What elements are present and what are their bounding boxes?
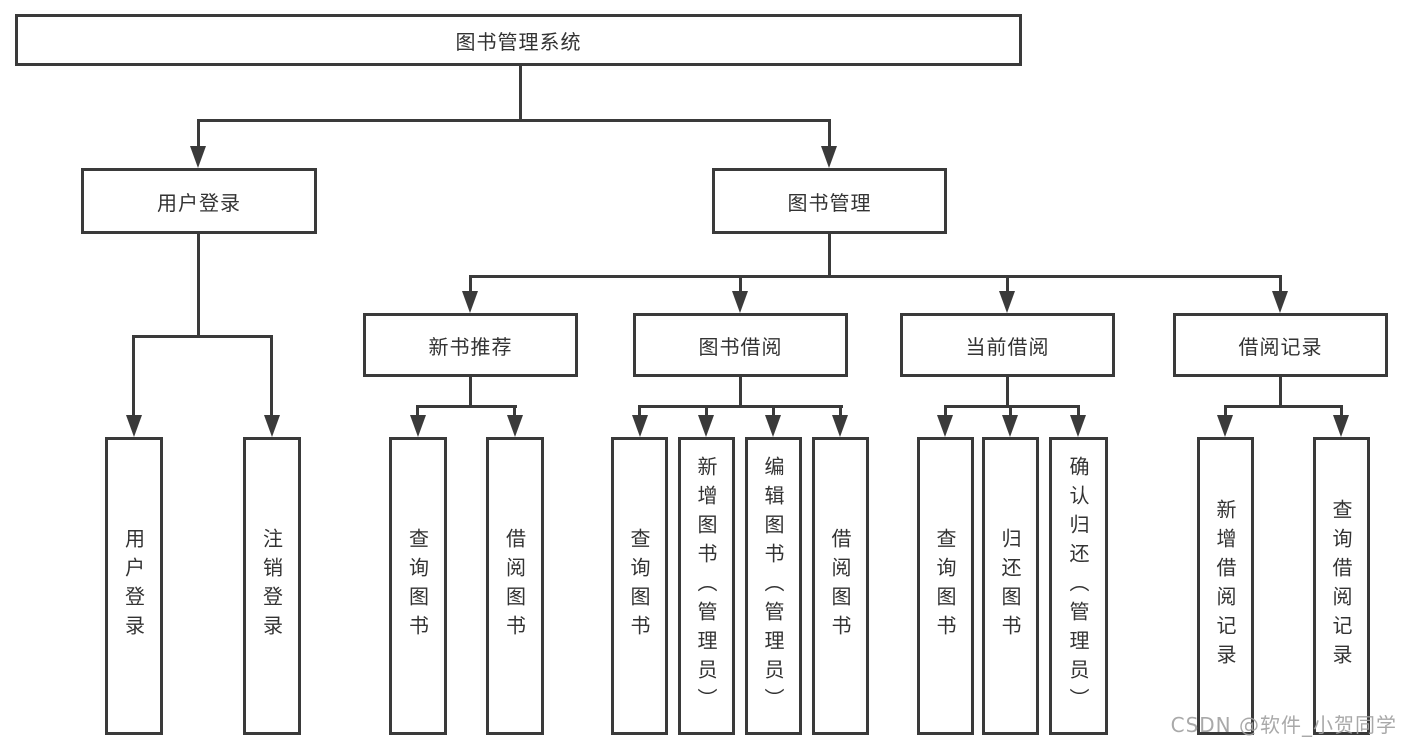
connector-group-stem [739, 377, 742, 408]
connector-drop [1009, 405, 1012, 418]
connector-drop [1224, 405, 1227, 418]
connector-group-stem [1279, 377, 1282, 408]
leaf-label: 借阅图书 [502, 528, 527, 644]
node-label: 新书推荐 [428, 334, 513, 359]
node-book-management: 图书管理 [712, 168, 947, 234]
node-borrowing-records: 借阅记录 [1173, 313, 1388, 377]
arrowhead-down-icon [462, 291, 478, 313]
arrowhead-down-icon [126, 415, 142, 437]
arrowhead-down-icon [937, 415, 953, 437]
arrowhead-down-icon [1002, 415, 1018, 437]
leaf-return-book: 归还图书 [982, 437, 1039, 735]
arrowhead-down-icon [632, 415, 648, 437]
leaf-query-books-current: 查询图书 [917, 437, 974, 735]
connector-drop [270, 335, 273, 417]
leaf-label: 注销登录 [259, 528, 284, 644]
connector-drop [739, 275, 742, 295]
connector-group-stem [469, 377, 472, 408]
connector-drop [828, 119, 831, 149]
leaf-label: 编辑图书（管理员） [761, 455, 785, 717]
node-label: 当前借阅 [965, 334, 1050, 359]
connector-user-login-stem [197, 234, 200, 338]
leaf-borrow-books-recommend: 借阅图书 [486, 437, 544, 735]
connector-drop [132, 335, 135, 417]
leaf-add-book-admin: 新增图书（管理员） [678, 437, 735, 735]
node-label: 借阅记录 [1238, 334, 1323, 359]
arrowhead-down-icon [507, 415, 523, 437]
leaf-label: 借阅图书 [828, 528, 852, 644]
connector-drop [416, 405, 419, 418]
connector-drop [1006, 275, 1009, 295]
arrowhead-down-icon [1070, 415, 1086, 437]
leaf-query-books-recommend: 查询图书 [389, 437, 447, 735]
connector-drop [197, 119, 200, 149]
leaf-confirm-return-admin: 确认归还（管理员） [1049, 437, 1108, 735]
node-label: 图书管理系统 [455, 29, 582, 54]
connector-drop [772, 405, 775, 418]
leaf-borrow-books-borrowing: 借阅图书 [812, 437, 869, 735]
connector-group-bar [416, 405, 517, 408]
arrowhead-down-icon [264, 415, 280, 437]
connector-drop [1279, 275, 1282, 295]
leaf-logout: 注销登录 [243, 437, 301, 735]
connector-group-stem [1006, 377, 1009, 408]
leaf-add-borrow-record: 新增借阅记录 [1197, 437, 1254, 735]
arrowhead-down-icon [1333, 415, 1349, 437]
arrowhead-down-icon [1217, 415, 1233, 437]
connector-group-bar [944, 405, 1080, 408]
node-label: 图书管理 [787, 190, 872, 215]
leaf-label: 归还图书 [998, 528, 1022, 644]
node-library-system: 图书管理系统 [15, 14, 1022, 66]
node-label: 用户登录 [157, 190, 241, 215]
arrowhead-down-icon [999, 291, 1015, 313]
arrowhead-down-icon [190, 146, 206, 168]
leaf-label: 查询图书 [405, 528, 430, 644]
node-book-borrowing: 图书借阅 [633, 313, 848, 377]
leaf-label: 新增借阅记录 [1213, 499, 1237, 673]
connector-drop [1340, 405, 1343, 418]
connector-user-login-bar [132, 335, 273, 338]
connector-drop [469, 275, 472, 295]
connector-drop [705, 405, 708, 418]
arrowhead-down-icon [698, 415, 714, 437]
connector-book-mgmt-stem [828, 234, 831, 278]
leaf-label: 查询借阅记录 [1329, 499, 1353, 673]
leaf-label: 用户登录 [121, 528, 146, 644]
node-user-login: 用户登录 [81, 168, 317, 234]
connector-drop [1077, 405, 1080, 418]
arrowhead-down-icon [1272, 291, 1288, 313]
arrowhead-down-icon [765, 415, 781, 437]
node-new-book-recommendation: 新书推荐 [363, 313, 578, 377]
connector-level2-bar [198, 119, 831, 122]
leaf-query-books-borrowing: 查询图书 [611, 437, 668, 735]
leaf-label: 查询图书 [627, 528, 651, 644]
leaf-label: 新增图书（管理员） [694, 455, 718, 717]
arrowhead-down-icon [821, 146, 837, 168]
connector-drop [638, 405, 641, 418]
connector-group-bar [638, 405, 843, 408]
leaf-label: 确认归还（管理员） [1066, 455, 1090, 717]
connector-drop [513, 405, 516, 418]
node-current-borrowing: 当前借阅 [900, 313, 1115, 377]
arrowhead-down-icon [410, 415, 426, 437]
connector-level3-bar [469, 275, 1282, 278]
arrowhead-down-icon [732, 291, 748, 313]
connector-group-bar [1224, 405, 1343, 408]
leaf-label: 查询图书 [933, 528, 957, 644]
arrowhead-down-icon [832, 415, 848, 437]
leaf-query-borrow-record: 查询借阅记录 [1313, 437, 1370, 735]
node-label: 图书借阅 [698, 334, 783, 359]
leaf-user-login: 用户登录 [105, 437, 163, 735]
watermark: CSDN @软件_小贺同学 [1170, 713, 1397, 737]
connector-root-stem [519, 66, 522, 119]
connector-drop [944, 405, 947, 418]
connector-drop [839, 405, 842, 418]
leaf-edit-book-admin: 编辑图书（管理员） [745, 437, 802, 735]
